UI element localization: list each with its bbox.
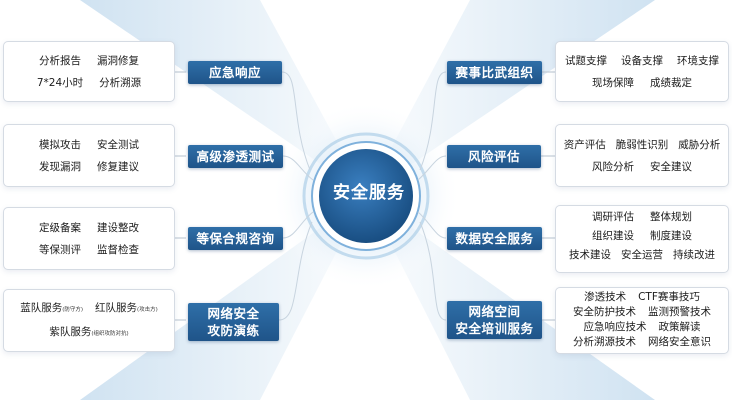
item-text: 环境支撑 — [677, 55, 719, 67]
item-text: 资产评估 — [563, 139, 606, 151]
item-text: 风险分析 — [592, 161, 634, 173]
connector-left-2 — [282, 155, 314, 181]
connector-right-4 — [419, 221, 447, 321]
category-label: 风险评估 — [447, 145, 541, 168]
item-text: 蓝队服务 — [20, 302, 63, 314]
item-text: 调研评估 — [592, 211, 634, 223]
item-text: 持续改进 — [673, 249, 715, 261]
center-disc — [319, 149, 413, 243]
category-label-text: 网络安全 — [207, 306, 260, 321]
category-label-text: 数据安全服务 — [455, 231, 534, 246]
item-text: 紫队服务 — [49, 326, 92, 338]
category-label: 数据安全服务 — [447, 227, 542, 250]
item-text: 安全测试 — [97, 139, 139, 151]
item-text: 修复建议 — [97, 161, 139, 173]
category-label: 赛事比武组织 — [447, 61, 542, 84]
category-label-text: 网络空间 — [468, 304, 521, 319]
category-label-text: 高级渗透测试 — [196, 149, 275, 164]
item-text: 制度建设 — [650, 230, 692, 242]
center-title: 安全服务 — [333, 183, 405, 203]
item-text: 监测预警技术 — [648, 306, 711, 318]
item-text: 分析报告 — [39, 55, 81, 67]
item-note: (攻击方) — [137, 307, 158, 313]
connector-right-2 — [417, 155, 447, 181]
item-text: CTF赛事技巧 — [638, 291, 700, 303]
item-text: 安全运营 — [621, 249, 663, 261]
detail-box-training: 渗透技术 CTF赛事技巧 安全防护技术监测预警技术 应急响应技术政策解读 分析溯源… — [555, 287, 729, 354]
item-text: 整体规划 — [650, 211, 692, 223]
item-text: 成绩裁定 — [650, 77, 692, 89]
detail-box-risk: 资产评估脆弱性识别威胁分析 风险分析 安全建议 — [555, 124, 729, 187]
item-text: 设备支撑 — [621, 55, 663, 67]
category-label: 高级渗透测试 — [188, 145, 283, 168]
item-text: 等保测评 — [39, 244, 81, 256]
category-label: 应急响应 — [188, 61, 282, 84]
item-text: 定级备案 — [39, 222, 81, 234]
item-text: 安全防护技术 — [573, 306, 636, 318]
item-text: 监督检查 — [97, 244, 139, 256]
detail-box-pentest: 模拟攻击 安全测试 发现漏洞 修复建议 — [3, 124, 175, 187]
item-text: 红队服务 — [95, 302, 137, 314]
item-text: 试题支撑 — [565, 55, 607, 67]
detail-box-data-security: 调研评估 整体规划 组织建设 制度建设 技术建设安全运营持续改进 — [555, 205, 729, 273]
category-label-text: 应急响应 — [208, 65, 261, 80]
item-text: 组织建设 — [592, 230, 634, 242]
item-text: 模拟攻击 — [39, 139, 81, 151]
item-text: 渗透技术 — [584, 291, 627, 303]
item-text: 发现漏洞 — [39, 161, 81, 173]
item-text: 威胁分析 — [678, 139, 721, 151]
detail-box-compliance: 定级备案 建设整改 等保测评 监督检查 — [3, 207, 175, 270]
item-note: (防守方) — [62, 307, 83, 313]
category-label-text: 安全培训服务 — [455, 321, 534, 336]
connector-left-1 — [281, 71, 311, 171]
category-label-text: 赛事比武组织 — [455, 65, 534, 80]
item-text: 7*24小时 — [36, 77, 84, 89]
category-label-text: 风险评估 — [467, 149, 520, 164]
item-text: 分析溯源技术 — [573, 336, 636, 348]
category-label-text: 攻防演练 — [207, 323, 260, 338]
item-text: 建设整改 — [97, 222, 139, 234]
item-text: 漏洞修复 — [97, 55, 139, 67]
category-label-text: 等保合规咨询 — [196, 231, 275, 246]
item-text: 现场保障 — [592, 77, 634, 89]
item-text: 网络安全意识 — [648, 336, 711, 348]
category-label: 等保合规咨询 — [188, 227, 283, 250]
item-text: 应急响应技术 — [583, 321, 647, 333]
connector-left-3 — [282, 211, 314, 239]
item-text: 政策解读 — [658, 321, 701, 333]
connector-left-4 — [278, 221, 313, 321]
item-text: 技术建设 — [569, 249, 611, 261]
connector-right-1 — [419, 71, 447, 171]
center-ring-outer — [302, 132, 430, 260]
category-label: 网络空间 安全培训服务 — [447, 301, 542, 339]
detail-box-drill: 蓝队服务(防守方) 红队服务(攻击方) 紫队服务(组织攻防对抗) — [3, 289, 175, 352]
category-label: 网络安全 攻防演练 — [188, 303, 279, 341]
connector-right-3 — [417, 211, 447, 239]
item-text: 安全建议 — [650, 161, 692, 173]
detail-box-competition: 试题支撑 设备支撑 环境支撑 现场保障 成绩裁定 — [555, 41, 729, 102]
detail-box-emergency-response: 分析报告 漏洞修复 7*24小时 分析溯源 — [3, 41, 175, 102]
item-text: 脆弱性识别 — [615, 139, 669, 151]
item-text: 分析溯源 — [99, 77, 142, 89]
item-note: (组织攻防对抗) — [91, 331, 129, 337]
